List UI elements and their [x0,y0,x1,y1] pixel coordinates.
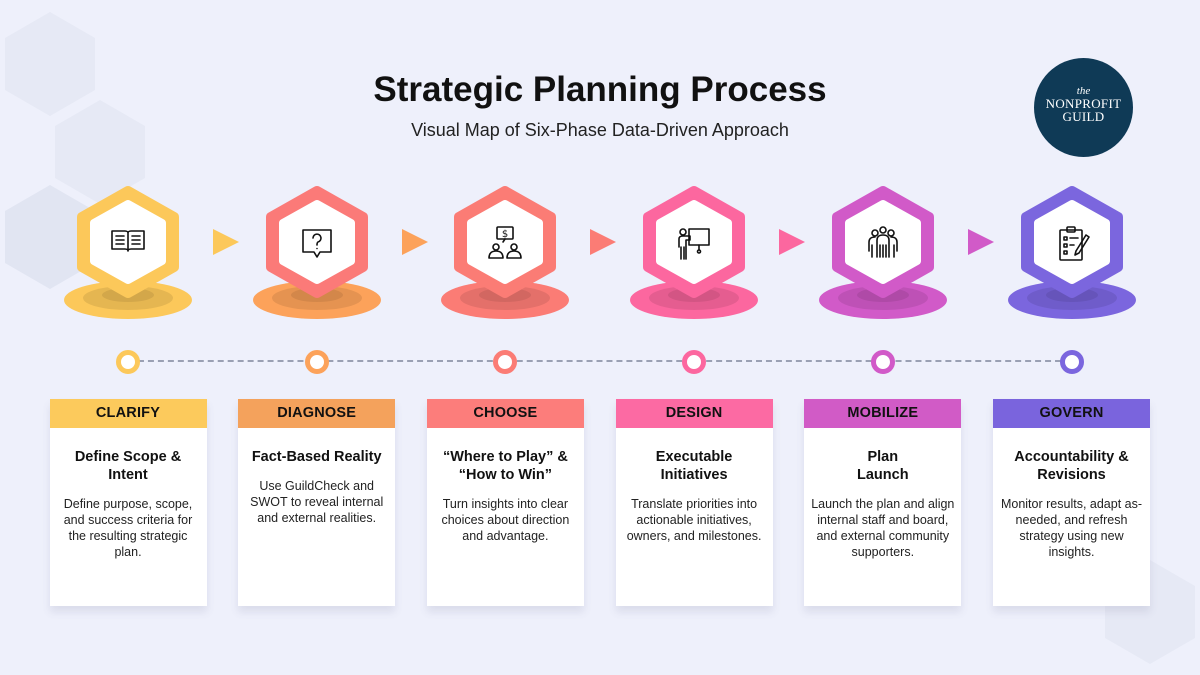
open-book-icon [111,230,145,252]
phase-hexagon [265,186,368,298]
phase-description: Use GuildCheck and SWOT to reveal intern… [250,479,384,525]
phase-card-diagnose: DIAGNOSE Fact-Based Reality Use GuildChe… [238,399,396,606]
page-subtitle: Visual Map of Six-Phase Data-Driven Appr… [411,120,789,140]
team-icon [867,226,898,258]
phase-hexagon [1020,186,1123,298]
money-discussion-icon: $ [488,226,523,259]
flow-arrow-icon [967,229,994,255]
timeline-dot [1059,350,1084,374]
nonprofit-guild-logo: the NONPROFIT GUILD [1034,58,1133,157]
phase-label: DIAGNOSE [238,399,396,428]
phase-hexagon [643,186,746,298]
phase-label: MOBILIZE [804,399,962,428]
phase-description: Translate priorities into actionable ini… [626,497,762,543]
marker-base [64,281,192,319]
page-title: Strategic Planning Process [373,70,827,109]
phase-title: Plan Launch [857,449,909,483]
phase-hexagon [77,186,179,298]
flow-arrow-icon [213,229,239,255]
phase-card-clarify: CLARIFY Define Scope & Intent Define pur… [49,399,207,606]
phase-title: Define Scope & Intent [74,449,182,483]
timeline-dot [682,350,707,374]
phase-description: Monitor results, adapt as-needed, and re… [1000,497,1143,559]
question-bubble-icon [301,229,332,258]
phase-title: Executable Initiatives [655,449,733,483]
phase-title: Fact-Based Reality [251,449,382,465]
marker-base [630,281,759,319]
phase-hexagon [831,186,934,298]
marker-base [252,281,381,319]
svg-text:$: $ [502,229,508,240]
timeline-dot [870,350,895,374]
phase-description: Turn insights into clear choices about d… [441,497,570,543]
timeline-dot [493,350,518,374]
timeline-dashed-line [128,360,1071,362]
phase-title: Accountability & Revisions [1014,449,1129,483]
phase-hexagon: $ [454,186,557,298]
logo-line2: GUILD [1062,109,1105,124]
marker-base [818,281,947,319]
flow-arrow-icon [401,229,428,255]
marker-base [441,281,570,319]
phase-label: CLARIFY [49,399,207,428]
presenter-board-icon [678,228,710,260]
timeline-dot [116,350,140,374]
clipboard-checklist-icon [1058,226,1090,261]
flow-arrow-icon [590,229,617,255]
phase-title: “Where to Play” & “How to Win” [442,449,568,483]
flow-arrow-icon [779,229,806,255]
phase-label: DESIGN [615,399,773,428]
phase-description: Define purpose, scope, and success crite… [63,497,193,559]
logo-the: the [1076,85,1091,97]
logo-line1: NONPROFIT [1045,96,1122,111]
phase-card-mobilize: MOBILIZE Plan Launch Launch the plan and… [804,399,962,606]
timeline-dot [304,350,329,374]
phase-card-govern: GOVERN Accountability & Revisions Monito… [993,399,1150,606]
phase-label: CHOOSE [426,399,584,428]
phase-card-design: DESIGN Executable Initiatives Translate … [615,399,773,606]
phase-description: Launch the plan and align internal staff… [811,497,955,559]
phase-label: GOVERN [993,399,1150,428]
phase-card-choose: CHOOSE “Where to Play” & “How to Win” Tu… [426,399,584,606]
marker-base [1007,281,1136,319]
